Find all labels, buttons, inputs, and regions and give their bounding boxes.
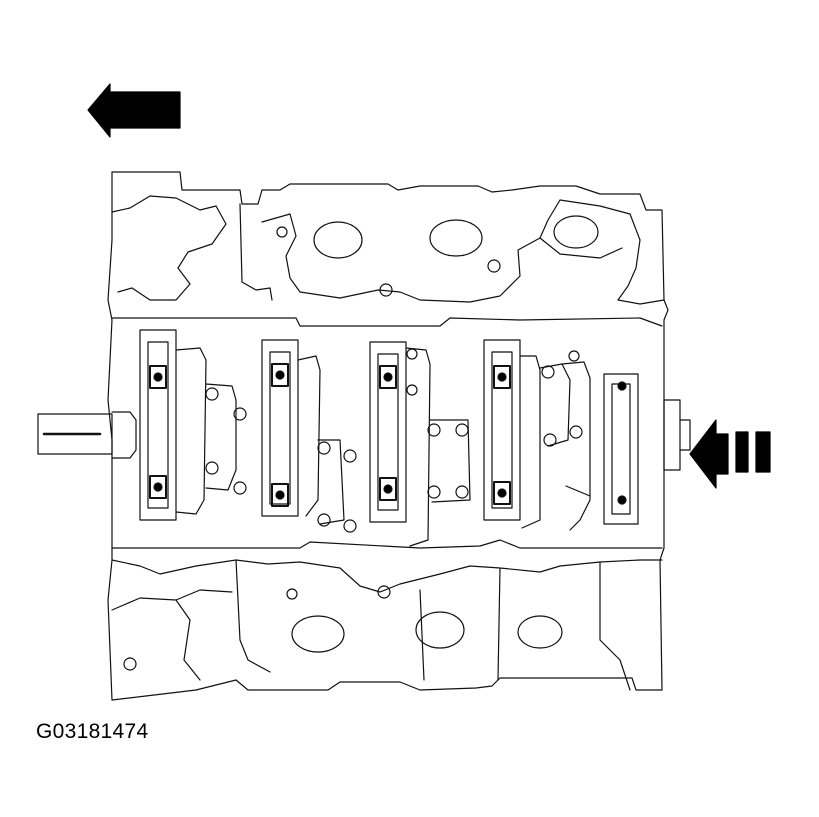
upper-boss-3	[276, 226, 288, 238]
figure-id-label: G03181474	[36, 720, 149, 743]
crank-throw-1	[175, 347, 237, 515]
crank-throw-3	[405, 347, 471, 547]
upper-bore-3	[553, 215, 599, 249]
lower-bore-2	[415, 611, 465, 649]
crankshaft-snout	[37, 413, 113, 455]
crank-bay-frame	[111, 317, 663, 549]
snout-collar	[111, 411, 137, 459]
crank-throw-4	[519, 355, 571, 529]
lower-boss-1	[377, 585, 391, 599]
bearing-cap-3	[369, 341, 407, 523]
crankshaft-flange	[663, 399, 681, 471]
upper-bore-2	[429, 219, 483, 257]
bearing-cap-1	[139, 329, 177, 521]
crank-throw-2	[297, 355, 345, 525]
upper-bore-1	[313, 221, 363, 259]
front-arrow-icon	[87, 83, 181, 138]
bearing-cap-5	[603, 373, 639, 525]
upper-head-contours	[111, 195, 665, 305]
lower-bore-1	[291, 615, 345, 653]
bearing-cap-2	[261, 339, 299, 517]
lower-bore-3	[517, 615, 563, 649]
lower-boss-3	[286, 588, 298, 600]
bearing-cap-4	[483, 339, 521, 521]
lower-boss-2	[123, 657, 137, 671]
upper-boss-1	[379, 283, 393, 297]
lower-block-contours	[111, 559, 663, 691]
upper-boss-2	[487, 259, 501, 273]
view-direction-arrow-icon	[689, 419, 771, 489]
